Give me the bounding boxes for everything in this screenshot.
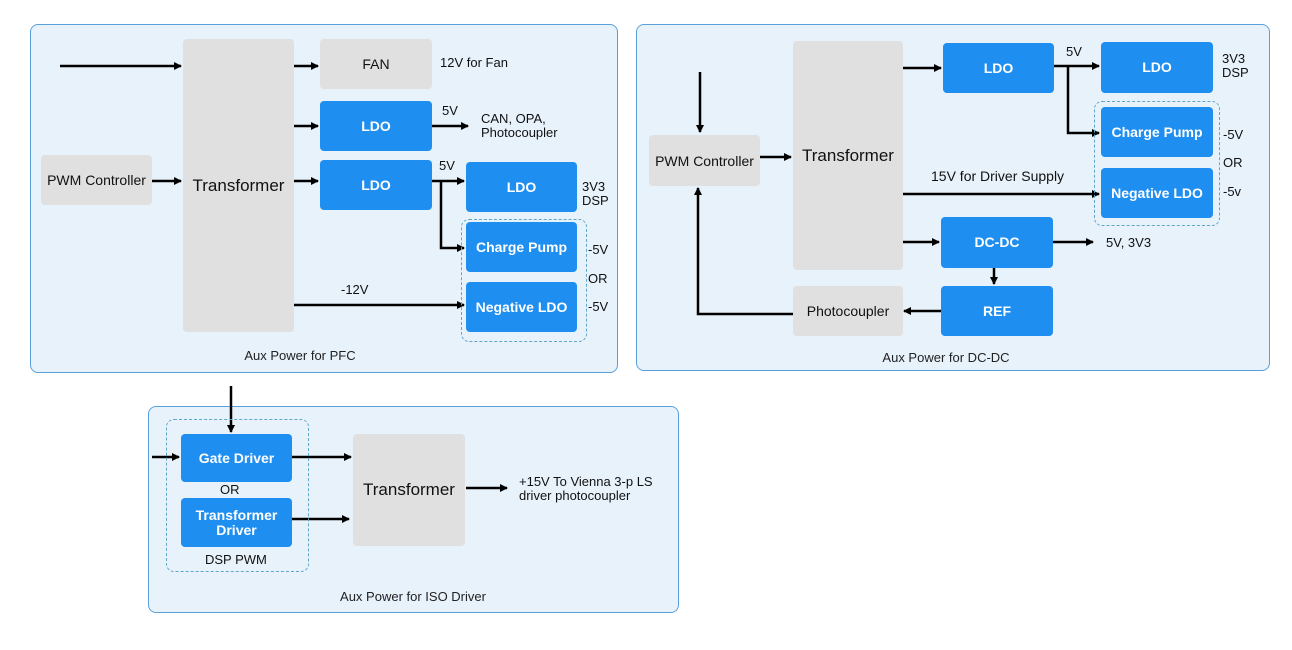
- dcdc-pwm-controller: PWM Controller: [649, 135, 760, 186]
- pfc-ldo3-note: 3V3 DSP: [582, 179, 609, 208]
- pfc-ldo1-note: CAN, OPA, Photocoupler: [481, 111, 558, 140]
- dcdc-caption: Aux Power for DC-DC: [882, 350, 1010, 365]
- iso-caption: Aux Power for ISO Driver: [340, 589, 486, 604]
- pfc-ldo1-voltage: 5V: [442, 103, 458, 118]
- dcdc-negative-ldo-note: -5v: [1223, 184, 1242, 199]
- iso-gate-driver: Gate Driver: [181, 434, 292, 482]
- dcdc-transformer: Transformer: [793, 41, 903, 270]
- pfc-charge-pump-note: -5V: [588, 242, 609, 257]
- pfc-ldo-3: LDO: [466, 162, 577, 212]
- pfc-fan: FAN: [320, 39, 432, 89]
- pfc-fan-note: 12V for Fan: [440, 55, 508, 70]
- dcdc-ldo2-note: 3V3 DSP: [1222, 51, 1249, 80]
- pfc-ldo-1: LDO: [320, 101, 432, 151]
- iso-transformer-driver: Transformer Driver: [181, 498, 292, 547]
- pfc-negative-ldo-note: -5V: [588, 299, 609, 314]
- pfc-or-label: OR: [588, 271, 608, 286]
- dcdc-charge-pump: Charge Pump: [1101, 107, 1213, 157]
- pfc-ldo2-voltage: 5V: [439, 158, 455, 173]
- dcdc-charge-pump-note: -5V: [1223, 127, 1244, 142]
- pfc-caption: Aux Power for PFC: [244, 348, 356, 363]
- dcdc-dcdc-block: DC-DC: [941, 217, 1053, 268]
- pfc-ldo-2: LDO: [320, 160, 432, 210]
- dcdc-ldo1-voltage: 5V: [1066, 44, 1082, 59]
- dcdc-photocoupler: Photocoupler: [793, 286, 903, 336]
- dcdc-ldo-2: LDO: [1101, 42, 1213, 93]
- dcdc-negative-ldo: Negative LDO: [1101, 168, 1213, 218]
- pfc-neg12-label: -12V: [341, 282, 369, 297]
- iso-or-label: OR: [220, 482, 240, 497]
- dcdc-driver-supply-label: 15V for Driver Supply: [931, 168, 1065, 184]
- pfc-negative-group: [461, 219, 587, 342]
- iso-driver-group: [166, 419, 309, 572]
- iso-output-note: +15V To Vienna 3-p LS driver photocouple…: [519, 474, 653, 503]
- dcdc-ref: REF: [941, 286, 1053, 336]
- dcdc-or-label: OR: [1223, 155, 1243, 170]
- pfc-pwm-controller: PWM Controller: [41, 155, 152, 205]
- iso-dsp-pwm-label: DSP PWM: [205, 552, 267, 567]
- pfc-negative-ldo: Negative LDO: [466, 282, 577, 332]
- dcdc-ldo-1: LDO: [943, 43, 1054, 93]
- dcdc-negative-group: [1094, 101, 1220, 226]
- iso-transformer: Transformer: [353, 434, 465, 546]
- pfc-charge-pump: Charge Pump: [466, 222, 577, 272]
- dcdc-dcdc-note: 5V, 3V3: [1106, 235, 1152, 250]
- pfc-transformer: Transformer: [183, 39, 294, 332]
